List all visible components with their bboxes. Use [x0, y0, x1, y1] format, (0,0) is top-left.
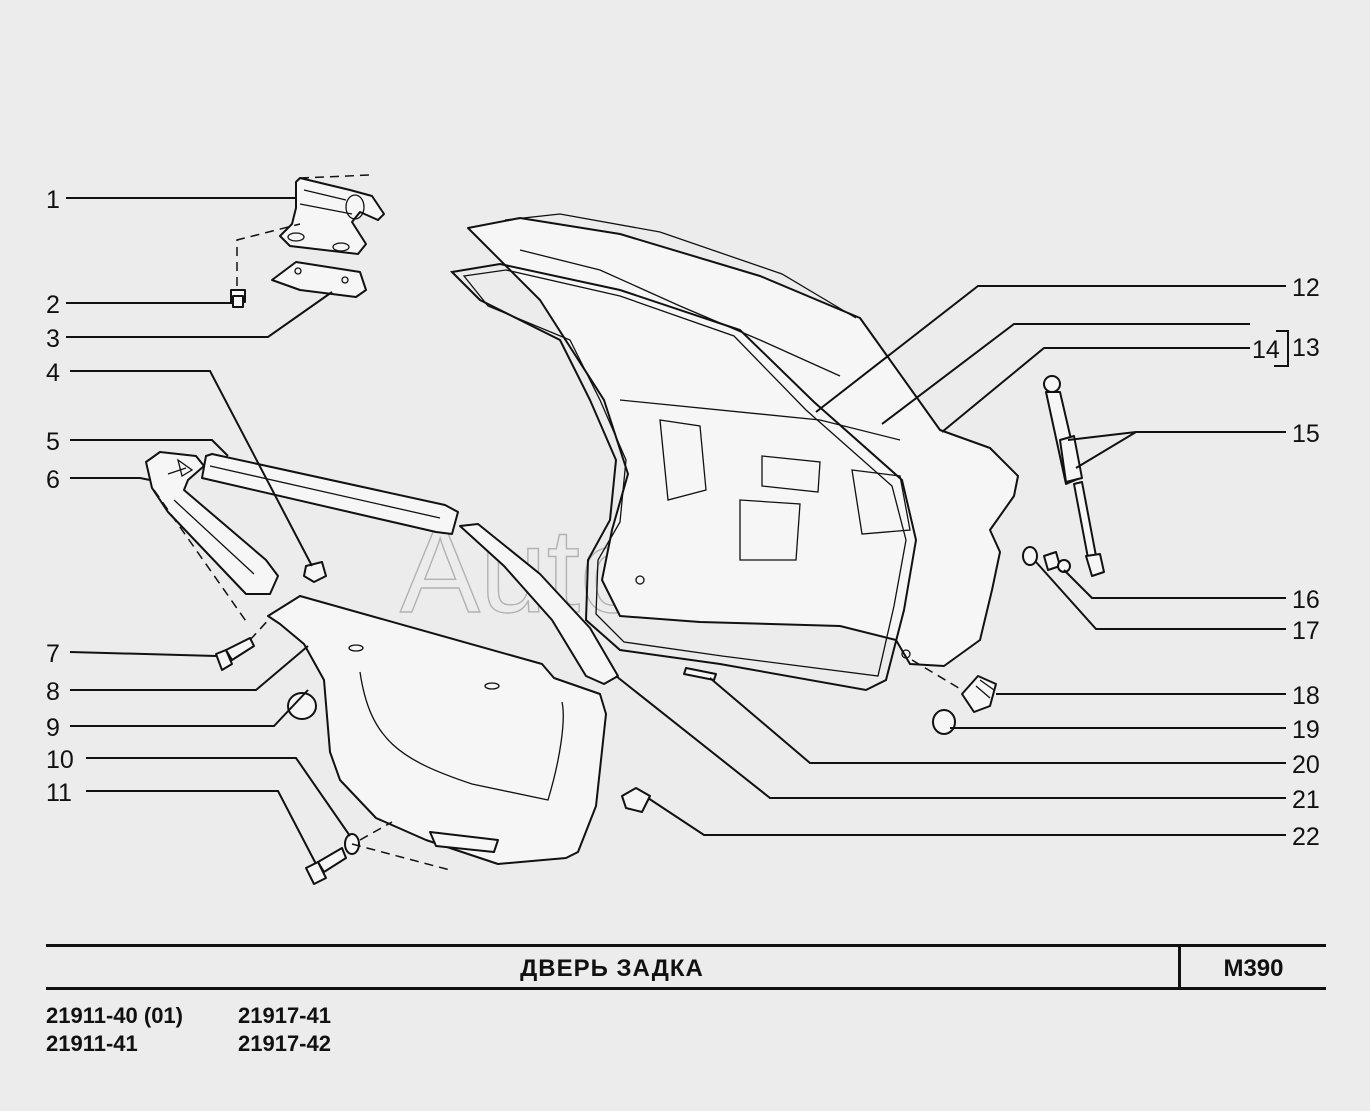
title-divider: [1178, 947, 1181, 987]
callout-8: 8: [46, 678, 60, 706]
callout-16: 16: [1292, 586, 1320, 614]
callout-22: 22: [1292, 823, 1320, 851]
callout-9: 9: [46, 714, 60, 742]
callout-3: 3: [46, 325, 60, 353]
callout-18: 18: [1292, 682, 1320, 710]
door-seal-part-12: [449, 262, 918, 692]
title-block: ДВЕРЬ ЗАДКА M390: [46, 944, 1326, 990]
upper-trim-part-4: [201, 453, 459, 535]
model-number: 21911-41: [46, 1031, 138, 1056]
callout-17: 17: [1292, 617, 1320, 645]
clip-part-5: [303, 561, 327, 583]
callout-4: 4: [46, 359, 60, 387]
strip-part-20: [683, 667, 717, 681]
bushing-part-19: [932, 709, 956, 735]
model-number: 21917-41: [238, 1003, 331, 1028]
side-trim-part-21: [459, 523, 619, 685]
lower-trim-panel-part-8: [267, 595, 607, 865]
callout-11: 11: [46, 779, 72, 807]
callout-7: 7: [46, 640, 60, 668]
leader-lines: [66, 197, 1289, 865]
callout-13: 13: [1292, 334, 1320, 362]
callout-21: 21: [1292, 786, 1320, 814]
washer-part-17: [1022, 546, 1038, 566]
model-number: 21917-42: [238, 1031, 331, 1056]
rear-door-panel: [467, 213, 1019, 667]
screw-part-11: [305, 847, 347, 885]
callout-20: 20: [1292, 751, 1320, 779]
ball-stud-part-16: [1043, 551, 1071, 573]
callout-10: 10: [46, 746, 74, 774]
left-trim-part-6: [145, 451, 279, 595]
callout-6: 6: [46, 466, 60, 494]
page-title: ДВЕРЬ ЗАДКА: [520, 955, 704, 982]
callout-2: 2: [46, 291, 60, 319]
model-number: 21911-40 (01): [46, 1003, 183, 1028]
bolt-part-2: [230, 289, 246, 308]
callout-15: 15: [1292, 420, 1320, 448]
callout-1: 1: [46, 186, 60, 214]
bumper-part-18: [961, 675, 997, 713]
screw-part-7: [215, 637, 255, 671]
clip-part-22: [621, 787, 651, 813]
button-part-9: [287, 692, 317, 720]
callout-labels: 1 2 3 4 5 6 7 8 9 10 11 12 13 14 15 16 1…: [46, 186, 1320, 851]
callout-12: 12: [1292, 274, 1320, 302]
callout-14: 14: [1252, 336, 1280, 364]
callout-19: 19: [1292, 716, 1320, 744]
callout-5: 5: [46, 428, 60, 456]
hinge-part-1: [279, 177, 385, 255]
gas-strut-part-15: [1043, 375, 1105, 577]
page-code: M390: [1223, 955, 1284, 982]
hinge-plate-part-3: [271, 261, 367, 298]
